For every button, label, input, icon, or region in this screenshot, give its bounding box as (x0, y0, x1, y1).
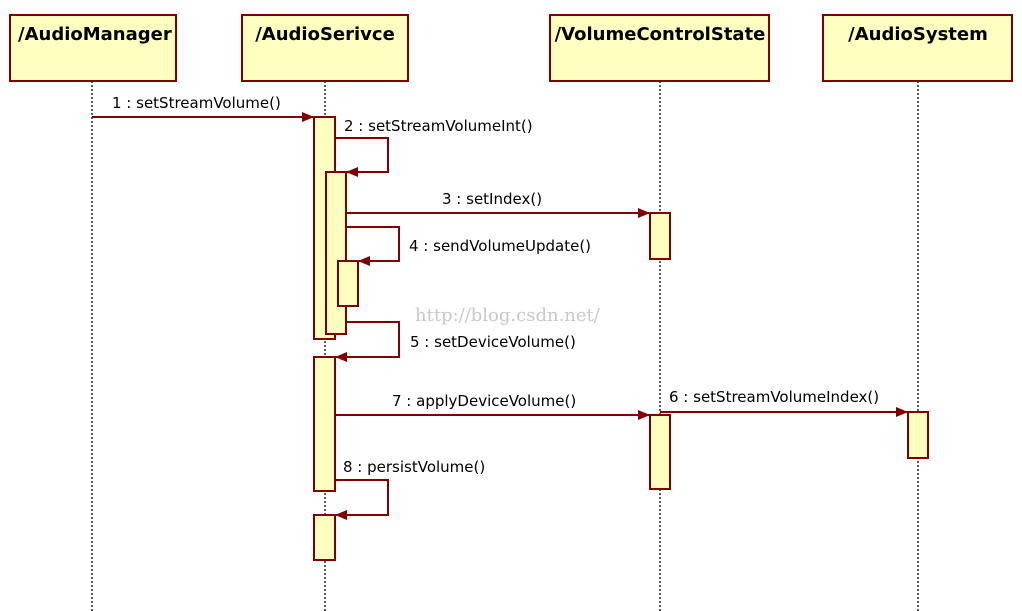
activation-bar (337, 260, 359, 307)
message-label: 2 : setStreamVolumeInt() (344, 117, 533, 135)
activation-bar (325, 171, 347, 335)
activation-bar (313, 356, 336, 492)
activation-bar (907, 411, 929, 459)
object-title: /VolumeControlState (555, 24, 766, 45)
message-5[interactable]: 5 : setDeviceVolume() (335, 321, 576, 362)
object-title: /AudioSystem (848, 24, 988, 45)
message-label: 7 : applyDeviceVolume() (392, 392, 576, 410)
object-audiosystem[interactable]: /AudioSystem (822, 14, 1013, 82)
message-6[interactable]: 6 : setStreamVolumeIndex() (660, 388, 908, 417)
message-label: 3 : setIndex() (442, 190, 542, 208)
activation-bar (649, 212, 671, 260)
watermark-text: http://blog.csdn.net/ (415, 305, 601, 326)
message-4[interactable]: 4 : sendVolumeUpdate() (346, 226, 591, 266)
message-1[interactable]: 1 : setStreamVolume() (92, 94, 314, 122)
object-audiomanager[interactable]: /AudioManager (9, 14, 177, 82)
activations (313, 116, 929, 561)
message-label: 5 : setDeviceVolume() (410, 333, 576, 351)
object-volumecontrolstate[interactable]: /VolumeControlState (549, 14, 770, 82)
object-title: /AudioSerivce (255, 24, 395, 45)
message-label: 8 : persistVolume() (343, 458, 485, 476)
message-7[interactable]: 7 : applyDeviceVolume() (335, 392, 650, 420)
activation-bar (649, 414, 671, 490)
object-title: /AudioManager (18, 24, 172, 45)
activation-bar (313, 514, 336, 561)
message-label: 1 : setStreamVolume() (112, 94, 281, 112)
message-3[interactable]: 3 : setIndex() (346, 190, 650, 218)
message-8[interactable]: 8 : persistVolume() (335, 458, 485, 520)
message-label: 6 : setStreamVolumeIndex() (669, 388, 879, 406)
message-2[interactable]: 2 : setStreamVolumeInt() (335, 117, 533, 177)
message-label: 4 : sendVolumeUpdate() (409, 237, 591, 255)
object-audioservice[interactable]: /AudioSerivce (241, 14, 409, 82)
